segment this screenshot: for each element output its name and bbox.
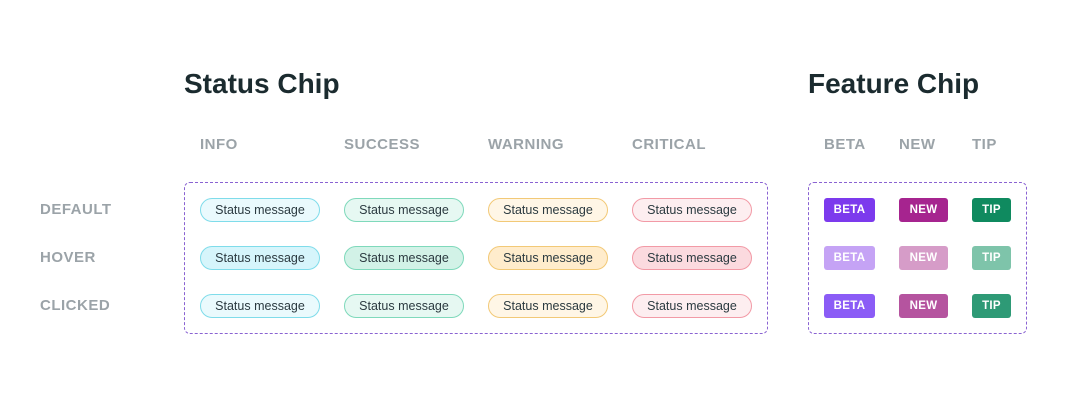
feature-chip-tip-clicked[interactable]: TIP	[972, 294, 1011, 318]
feature-chip-tip-hover[interactable]: TIP	[972, 246, 1011, 270]
column-header-beta: BETA	[824, 136, 866, 153]
status-chip-success-default[interactable]: Status message	[344, 198, 464, 222]
status-chip-critical-hover[interactable]: Status message	[632, 246, 752, 270]
status-chip-critical-default[interactable]: Status message	[632, 198, 752, 222]
status-chip-warning-default[interactable]: Status message	[488, 198, 608, 222]
column-header-warning: WARNING	[488, 136, 564, 153]
feature-chip-frame	[808, 182, 1027, 334]
column-header-new: NEW	[899, 136, 936, 153]
row-label-clicked: CLICKED	[40, 297, 111, 314]
status-chip-warning-clicked[interactable]: Status message	[488, 294, 608, 318]
status-chip-success-hover[interactable]: Status message	[344, 246, 464, 270]
status-chip-warning-hover[interactable]: Status message	[488, 246, 608, 270]
status-chip-critical-clicked[interactable]: Status message	[632, 294, 752, 318]
column-header-info: INFO	[200, 136, 238, 153]
column-header-tip: TIP	[972, 136, 997, 153]
feature-chip-title: Feature Chip	[808, 68, 980, 99]
status-chip-frame	[184, 182, 768, 334]
column-header-critical: CRITICAL	[632, 136, 706, 153]
feature-chip-new-default[interactable]: NEW	[899, 198, 948, 222]
feature-chip-beta-hover[interactable]: BETA	[824, 246, 875, 270]
status-chip-success-clicked[interactable]: Status message	[344, 294, 464, 318]
status-chip-info-hover[interactable]: Status message	[200, 246, 320, 270]
feature-chip-new-hover[interactable]: NEW	[899, 246, 948, 270]
status-chip-info-clicked[interactable]: Status message	[200, 294, 320, 318]
column-header-success: SUCCESS	[344, 136, 421, 153]
feature-chip-beta-default[interactable]: BETA	[824, 198, 875, 222]
row-label-default: DEFAULT	[40, 201, 112, 218]
feature-chip-beta-clicked[interactable]: BETA	[824, 294, 875, 318]
status-chip-title: Status Chip	[184, 68, 340, 99]
row-label-hover: HOVER	[40, 249, 96, 266]
feature-chip-new-clicked[interactable]: NEW	[899, 294, 948, 318]
status-chip-info-default[interactable]: Status message	[200, 198, 320, 222]
feature-chip-tip-default[interactable]: TIP	[972, 198, 1011, 222]
